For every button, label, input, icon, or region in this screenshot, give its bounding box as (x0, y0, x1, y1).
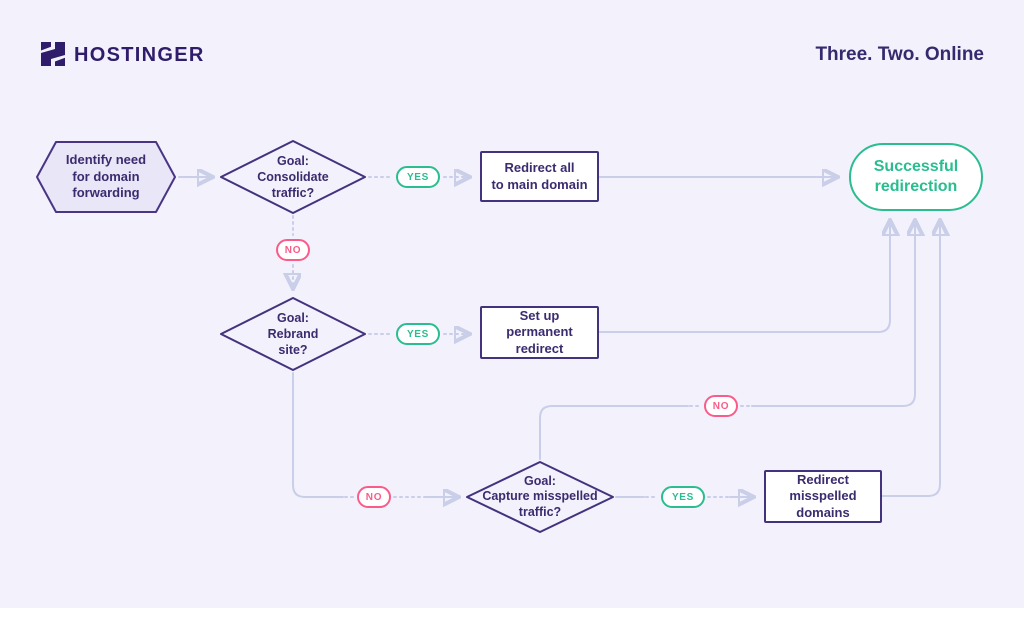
node-end-success-label: Successful redirection (873, 158, 959, 195)
diamond-shape (466, 461, 614, 533)
node-action-redirect-main-label: Redirect all to main domain (491, 160, 588, 192)
node-action-redirect-misspelled: Redirect misspelled domains (764, 470, 882, 523)
node-action-redirect-misspelled-label: Redirect misspelled domains (789, 472, 857, 520)
node-decision-rebrand-label: Goal: Rebrand site? (267, 311, 319, 357)
node-decision-misspelled: Goal: Capture misspelled traffic? (466, 461, 614, 533)
arrow-no3-to-end (751, 222, 915, 407)
node-action-permanent-redirect-label: Set up permanent redirect (506, 308, 573, 356)
diamond-shape (220, 140, 366, 214)
label-no-1: NO (276, 239, 310, 261)
node-decision-consolidate-label: Goal: Consolidate traffic? (257, 154, 329, 200)
node-decision-misspelled-label: Goal: Capture misspelled traffic? (482, 473, 598, 519)
node-start-label: Identify need for domain forwarding (65, 152, 147, 201)
label-no-3: NO (704, 395, 738, 417)
hostinger-logo-icon (40, 40, 66, 68)
diamond-shape (220, 297, 366, 371)
arrow-action3-to-end (879, 222, 940, 497)
node-start: Identify need for domain forwarding (36, 141, 176, 213)
node-action-permanent-redirect: Set up permanent redirect (480, 306, 599, 359)
label-yes-3: YES (661, 486, 705, 508)
hexagon-shape (36, 141, 176, 213)
node-decision-consolidate: Goal: Consolidate traffic? (220, 140, 366, 214)
label-yes-2: YES (396, 323, 440, 345)
node-decision-rebrand: Goal: Rebrand site? (220, 297, 366, 371)
line-decision2-to-no2 (292, 372, 344, 498)
bottom-margin (0, 608, 1024, 617)
line-decision3-to-no3 (539, 405, 689, 460)
node-end-success: Successful redirection (849, 143, 983, 211)
arrow-action2-to-end (596, 222, 890, 333)
label-yes-1: YES (396, 166, 440, 188)
brand-name: HOSTINGER (74, 44, 205, 66)
node-action-redirect-main: Redirect all to main domain (480, 151, 599, 202)
brand-tagline: Three. Two. Online (815, 44, 984, 65)
label-no-2: NO (357, 486, 391, 508)
